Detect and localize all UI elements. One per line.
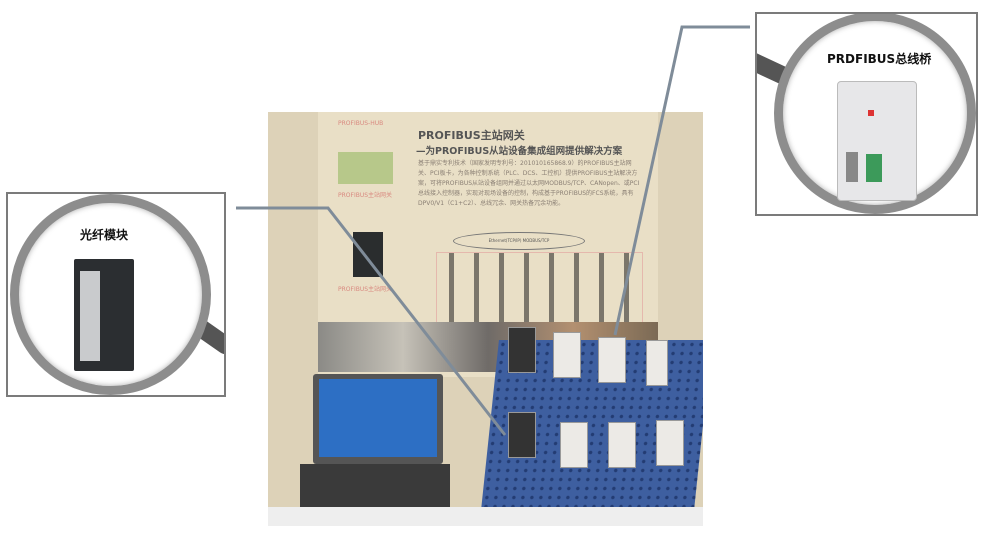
bus-bridge-device — [598, 337, 626, 383]
table — [268, 507, 703, 526]
gateway-image — [353, 232, 383, 277]
callout-bus-bridge: PRDFIBUS总线桥 — [755, 12, 978, 216]
bus-bridge-device — [646, 340, 668, 386]
exhibition-photo: PROFIBUS-HUB PROFIBUS主站网关 PROFIBUS主站网关 P… — [268, 112, 703, 526]
callout-fiber-module: 光纤模块 — [6, 192, 226, 397]
config-screenshot — [338, 152, 393, 184]
poster-label-hub: PROFIBUS-HUB — [338, 120, 384, 127]
callout-label: 光纤模块 — [80, 228, 129, 242]
bus-bridge-device — [553, 332, 581, 378]
fiber-module-image — [74, 259, 134, 371]
laptop — [313, 374, 443, 464]
right-connector-line — [613, 25, 750, 336]
laptop-keyboard — [300, 464, 450, 509]
fiber-module-device — [508, 412, 536, 458]
bus-bridge-device — [560, 422, 588, 468]
callout-label: PRDFIBUS总线桥 — [827, 52, 932, 66]
ethernet-ring: Ethernet(TCP/IP) MODBUS/TCP — [453, 232, 585, 250]
bus-bridge-device — [608, 422, 636, 468]
poster-label-gateway: PROFIBUS主站网关 — [338, 286, 393, 293]
laptop-screen — [319, 379, 437, 457]
bus-bridge-device — [656, 420, 684, 466]
poster-paragraph: 基于鼎实专利技术（国家发明专利号：201010165868.9）的PROFIBU… — [418, 160, 640, 207]
poster-title: PROFIBUS主站网关 — [418, 129, 525, 142]
fiber-module-device — [508, 327, 536, 373]
network-diagram — [436, 252, 643, 324]
poster-subtitle: —为PROFIBUS从站设备集成组网提供解决方案 — [416, 146, 623, 157]
bus-bridge-image — [837, 81, 917, 201]
left-connector-line — [236, 206, 507, 436]
poster-label-config: PROFIBUS主站网关 — [338, 192, 393, 199]
